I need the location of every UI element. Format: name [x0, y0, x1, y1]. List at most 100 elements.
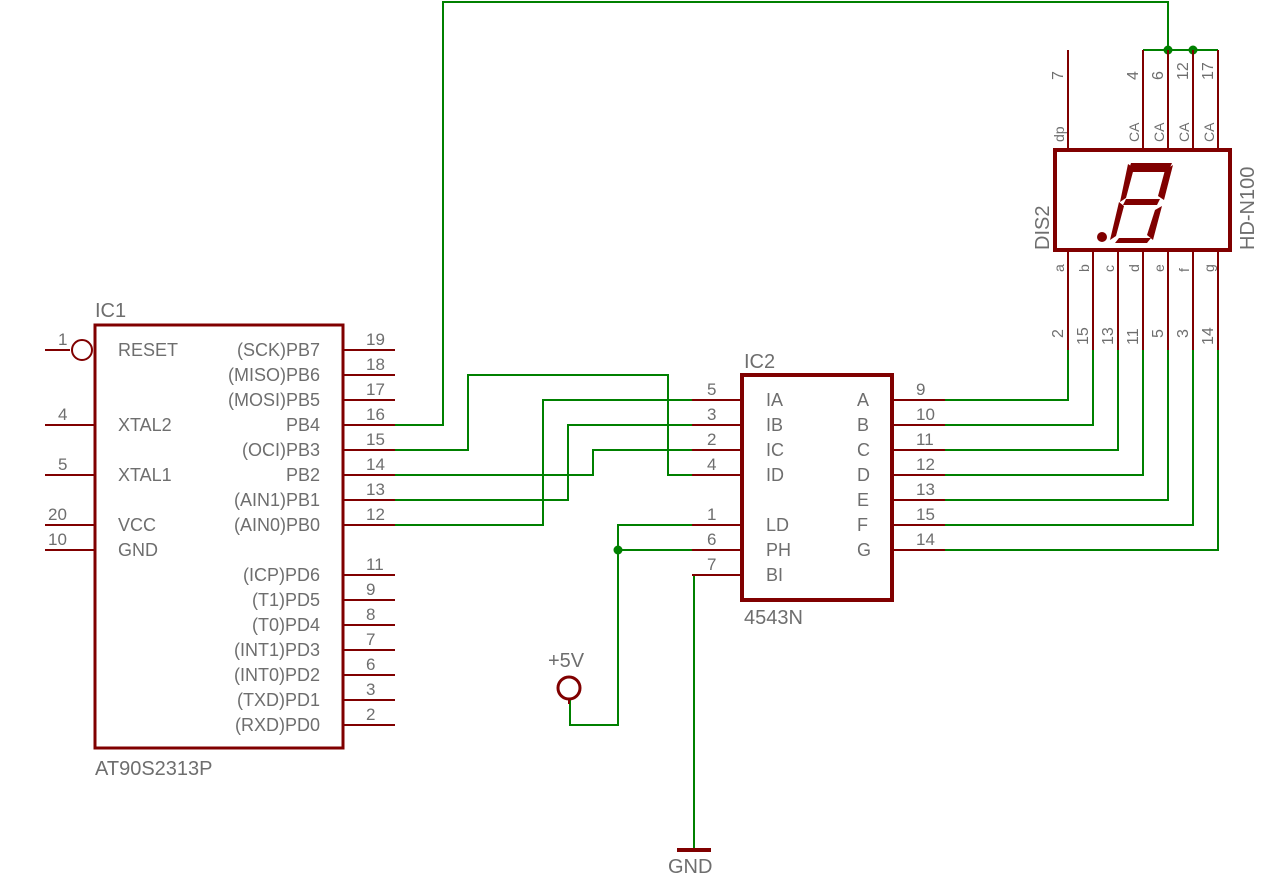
supply-5v-symbol — [556, 675, 582, 701]
ic2-left-pin-lines — [692, 399, 742, 576]
ic2-left-pin-labels: IA IB IC ID LD PH BI — [766, 390, 791, 585]
ic1-pin-label: (TXD)PD1 — [237, 690, 320, 710]
ic1-pin-label: (SCK)PB7 — [237, 340, 320, 360]
display-pin-number: 11 — [1125, 328, 1142, 345]
wire-b — [945, 350, 1094, 426]
display-bottom-pin-lines — [1067, 250, 1219, 350]
ic2-part: 4543N — [744, 607, 803, 629]
display-pin-label: CA — [1151, 122, 1167, 142]
ic1-pin-label: PB4 — [286, 415, 320, 435]
wire-a — [945, 350, 1069, 401]
ic1-pin-label: RESET — [118, 340, 178, 360]
ic2-pin-number: 12 — [916, 455, 935, 474]
display-bottom-pin-numbers: 2 15 13 11 5 3 14 — [1050, 327, 1217, 345]
wire-d — [945, 350, 1144, 476]
ic2-pin-label: IA — [766, 390, 783, 410]
ground-label: GND — [668, 856, 712, 878]
display-pin-label: CA — [1176, 122, 1192, 142]
supply-5v-label: +5V — [548, 650, 585, 672]
ic1-pin-label: (MISO)PB6 — [228, 365, 320, 385]
ic1-pin-label: (MOSI)PB5 — [228, 390, 320, 410]
ic2-right-pin-numbers: 9 10 11 12 13 15 14 — [916, 380, 935, 549]
display-pin-label: a — [1051, 264, 1067, 272]
ic2-pin-number: 11 — [916, 430, 934, 449]
display-bottom-pin-labels: a b c d e f g — [1051, 264, 1217, 272]
ic2-right-pin-lines — [892, 399, 945, 551]
wire-e — [945, 350, 1169, 501]
display-digit-segments — [1110, 163, 1173, 243]
ic1-ref: IC1 — [95, 300, 126, 322]
ic1-pin-number: 19 — [366, 330, 385, 349]
ic2-pin-number: 10 — [916, 405, 935, 424]
wire-g — [945, 350, 1219, 551]
ic1-pin-label: (RXD)PD0 — [235, 715, 320, 735]
ic2-pin-label: A — [857, 390, 869, 410]
ic2-pin-number: 9 — [916, 380, 925, 399]
ic1-pin-number: 6 — [366, 655, 375, 674]
display-pin-number: 7 — [1050, 71, 1067, 80]
wire-pb4-to-ca — [395, 1, 1169, 426]
ic1-pin-label: PB2 — [286, 465, 320, 485]
ic2-pin-number: 15 — [916, 505, 935, 524]
ic1-pin-number: 16 — [366, 405, 385, 424]
ic1-pin-label: (AIN0)PB0 — [234, 515, 320, 535]
ic2-pin-label: IC — [766, 440, 784, 460]
wires — [395, 1, 1219, 850]
wire-pb2-to-ic — [395, 449, 692, 476]
ic2-pin-label: LD — [766, 515, 789, 535]
ic1-right-pin-numbers: 19 18 17 16 15 14 13 12 11 9 8 7 6 3 2 — [366, 330, 385, 724]
wire-pb3-to-id — [395, 374, 692, 476]
display-pin-number: 17 — [1200, 62, 1217, 80]
segment-a — [1128, 163, 1172, 172]
ic1-body — [93, 323, 345, 750]
ic1-pin-number: 7 — [366, 630, 375, 649]
display-pin-number: 12 — [1175, 62, 1192, 80]
display-pin-label: g — [1201, 264, 1217, 272]
wire-5v-to-ld-ph — [569, 524, 692, 726]
ic1-reset-inversion-bubble — [71, 339, 93, 361]
ic2-right-pin-labels: A B C D E F G — [857, 390, 871, 560]
decimal-point — [1097, 232, 1107, 242]
ic1-part: AT90S2313P — [95, 758, 213, 780]
ic1-pin-number: 5 — [58, 455, 67, 474]
ic1-pin-number: 12 — [366, 505, 385, 524]
display-pin-label: c — [1101, 265, 1117, 272]
ic1-pin-label: (AIN1)PB1 — [234, 490, 320, 510]
ic1-pin-label: (T0)PD4 — [252, 615, 320, 635]
ic2-pin-label: E — [857, 490, 869, 510]
ic1-pin-number: 4 — [58, 405, 67, 424]
ic1-pin-label: GND — [118, 540, 158, 560]
ic1-pin-number: 18 — [366, 355, 385, 374]
ic1-pin-number: 9 — [366, 580, 375, 599]
ic2-pin-label: BI — [766, 565, 783, 585]
ic1-pin-number: 10 — [48, 530, 67, 549]
display-pin-number: 14 — [1200, 327, 1217, 345]
display-pin-label: CA — [1201, 122, 1217, 142]
display-pin-label: e — [1151, 264, 1167, 272]
ic2-pin-number: 14 — [916, 530, 935, 549]
supply-5v: +5V — [548, 650, 585, 704]
ic1-pin-number: 15 — [366, 430, 385, 449]
ic1-pin-number: 14 — [366, 455, 385, 474]
display-pin-number: 6 — [1150, 71, 1167, 80]
wire-pb0-to-ia — [395, 399, 692, 526]
segment-e — [1110, 202, 1124, 240]
seven-segment-display: 8 DIS2 HD-N100 7 4 6 12 17 dp CA CA CA C… — [1032, 50, 1259, 350]
display-top-pin-labels: dp CA CA CA CA — [1051, 122, 1217, 142]
display-pin-label: d — [1126, 264, 1142, 272]
ic2-pin-label: PH — [766, 540, 791, 560]
display-pin-number: 5 — [1150, 329, 1167, 338]
junction-dot — [613, 545, 623, 555]
ic2-pin-number: 6 — [707, 530, 716, 549]
ic1-pin-label: VCC — [118, 515, 156, 535]
wire-pb1-to-ib — [395, 424, 692, 501]
ic1: IC1 AT90S2313P 1 4 5 20 10 RESET XTAL2 X… — [45, 300, 395, 780]
wire-c — [945, 350, 1119, 451]
segment-f — [1120, 164, 1134, 202]
ic1-pin-number: 11 — [366, 555, 384, 574]
display-pin-label: dp — [1051, 126, 1067, 142]
ic1-pin-number: 3 — [366, 680, 375, 699]
ic2-pin-number: 2 — [707, 430, 716, 449]
wire-gnd-to-bi — [692, 574, 695, 850]
